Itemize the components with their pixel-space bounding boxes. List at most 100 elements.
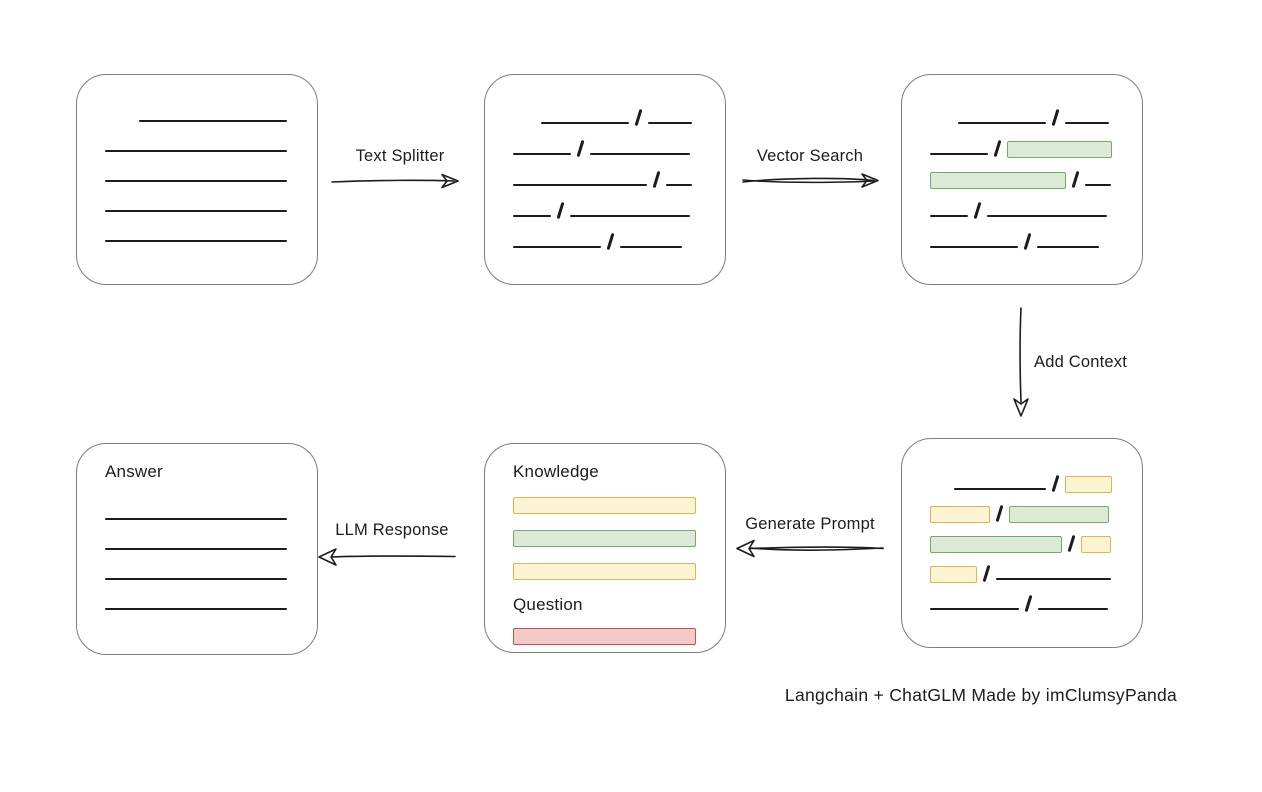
yellow-highlight xyxy=(1065,476,1112,493)
text-line xyxy=(105,150,287,152)
chunk-separator-slash xyxy=(1051,108,1060,127)
green-highlight xyxy=(930,536,1062,553)
text-line xyxy=(139,120,287,122)
chunk-separator-slash xyxy=(576,139,585,158)
text-line xyxy=(987,215,1107,217)
knowledge-label: Knowledge xyxy=(513,462,599,481)
document-lines xyxy=(105,105,293,245)
chunk-separator-slash xyxy=(982,564,991,583)
context-chunks-box xyxy=(901,438,1143,648)
chunk-row xyxy=(513,625,701,645)
text-line xyxy=(648,122,692,124)
chunk-row xyxy=(930,138,1118,158)
chunk-separator-slash xyxy=(556,201,565,220)
vector-search-result-box xyxy=(901,74,1143,285)
yellow-highlight xyxy=(513,563,696,580)
text-line xyxy=(930,246,1018,248)
chunk-separator-slash xyxy=(652,170,661,189)
chunk-row xyxy=(930,169,1118,189)
text-line xyxy=(105,578,287,580)
text-line xyxy=(105,240,287,242)
chunk-separator-slash xyxy=(1024,594,1033,613)
text-line xyxy=(513,184,647,186)
chunk-separator-slash xyxy=(973,201,982,220)
text-splitter-arrow-icon xyxy=(331,173,459,189)
chunk-row xyxy=(513,527,701,547)
text-line xyxy=(541,122,629,124)
spacer xyxy=(930,492,946,493)
chunk-row xyxy=(513,138,701,158)
vector-search-arrow-icon xyxy=(742,173,879,188)
chunk-row xyxy=(105,533,293,553)
text-line xyxy=(930,153,988,155)
chunk-separator-slash xyxy=(634,108,643,127)
generate-prompt-label: Generate Prompt xyxy=(745,515,875,533)
question-bar xyxy=(513,625,701,645)
text-line xyxy=(1037,246,1099,248)
chunk-separator-slash xyxy=(606,232,615,251)
answer-lines xyxy=(105,503,293,613)
chunk-row xyxy=(930,533,1118,553)
yellow-highlight xyxy=(513,497,696,514)
chunk-row xyxy=(105,105,293,125)
chunk-separator-slash xyxy=(1051,474,1060,493)
green-highlight xyxy=(513,530,696,547)
chunk-separator-slash xyxy=(1071,170,1080,189)
text-line xyxy=(1038,608,1108,610)
chunk-row xyxy=(930,503,1118,523)
yellow-highlight xyxy=(1081,536,1111,553)
text-line xyxy=(105,548,287,550)
chunk-row xyxy=(105,563,293,583)
question-label: Question xyxy=(513,595,583,614)
context-chunk-rows xyxy=(930,473,1118,613)
chunk-row xyxy=(930,563,1118,583)
text-line xyxy=(666,184,692,186)
green-highlight xyxy=(1009,506,1109,523)
split-chunks-box xyxy=(484,74,726,285)
text-line xyxy=(105,518,287,520)
search-chunk-rows xyxy=(930,107,1118,251)
chunk-row xyxy=(930,107,1118,127)
text-line xyxy=(513,246,601,248)
text-line xyxy=(105,210,287,212)
vector-search-label: Vector Search xyxy=(756,147,864,165)
llm-response-arrow-icon xyxy=(318,548,456,566)
spacer xyxy=(105,124,131,125)
chunk-row xyxy=(105,225,293,245)
spacer xyxy=(513,126,533,127)
text-line xyxy=(570,215,690,217)
answer-label: Answer xyxy=(105,462,163,481)
text-line xyxy=(590,153,690,155)
chunk-row xyxy=(930,593,1118,613)
chunk-separator-slash xyxy=(995,504,1004,523)
text-line xyxy=(958,122,1046,124)
text-line xyxy=(513,215,551,217)
chunk-row xyxy=(513,560,701,580)
chunk-separator-slash xyxy=(993,139,1002,158)
green-highlight xyxy=(930,172,1066,189)
text-line xyxy=(954,488,1046,490)
text-line xyxy=(105,180,287,182)
credit-caption: Langchain + ChatGLM Made by imClumsyPand… xyxy=(784,685,1178,705)
text-line xyxy=(105,608,287,610)
text-splitter-label: Text Splitter xyxy=(355,147,445,165)
chunk-row xyxy=(513,200,701,220)
text-line xyxy=(996,578,1111,580)
text-line xyxy=(930,215,968,217)
chunk-row xyxy=(930,473,1118,493)
llm-response-label: LLM Response xyxy=(335,521,449,539)
document-box xyxy=(76,74,318,285)
red-highlight xyxy=(513,628,696,645)
chunk-separator-slash xyxy=(1067,534,1076,553)
green-highlight xyxy=(1007,141,1112,158)
chunk-row xyxy=(513,231,701,251)
add-context-label: Add Context xyxy=(1034,353,1128,371)
chunk-row xyxy=(105,135,293,155)
chunk-row xyxy=(105,165,293,185)
add-context-arrow-icon xyxy=(1013,307,1029,417)
chunk-row xyxy=(513,169,701,189)
text-line xyxy=(930,608,1019,610)
spacer xyxy=(930,126,950,127)
split-chunk-rows xyxy=(513,107,701,251)
